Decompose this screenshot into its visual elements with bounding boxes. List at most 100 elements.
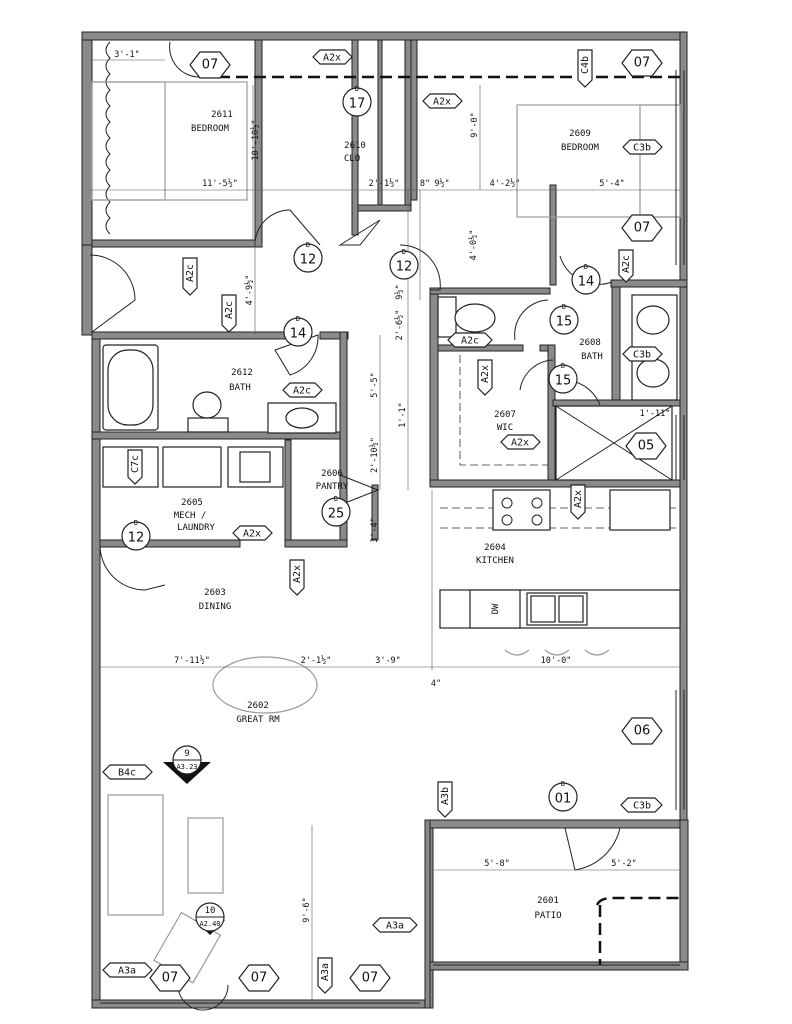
door-tag-d-12c: D — [134, 519, 138, 527]
tag-a2x-closet: A2x — [323, 53, 341, 64]
door-tag-01: 01 — [555, 792, 572, 807]
door-tag-d-17: D — [355, 85, 359, 93]
dim-9: 9'-0" — [470, 112, 480, 138]
room-name-mech: MECH / — [174, 511, 207, 521]
tag-a3a-great: A3a — [118, 966, 136, 977]
room-name-kitchen: KITCHEN — [476, 556, 514, 566]
dim-19: 7'-11½" — [174, 655, 210, 666]
door-tag-d-14a: D — [296, 315, 300, 323]
dim-11: 4'-0½" — [468, 230, 479, 261]
wic-shelf-line — [459, 355, 548, 466]
tag-c3b-great: C3b — [633, 801, 651, 812]
room-number-bedroom-b: 2609 — [569, 129, 591, 139]
room-name-bedroom-b: BEDROOM — [561, 143, 600, 153]
door-tag-12a: 12 — [300, 253, 317, 268]
room-number-great: 2602 — [247, 701, 269, 711]
dim-20: 2'-1½" — [301, 655, 332, 666]
room-name-bath-a: BATH — [229, 383, 251, 393]
room-number-patio: 2601 — [537, 896, 559, 906]
door-tag-d-12b: D — [402, 248, 406, 256]
dim-24: 5'-8" — [484, 859, 510, 869]
section-9-ref: A3.23 — [176, 763, 197, 771]
dim-26: 9'-6" — [302, 897, 312, 923]
room-name-patio: PATIO — [534, 911, 561, 921]
dim-23: 10'-0" — [541, 656, 572, 666]
hex-07-b: 07 — [634, 56, 651, 71]
section-10-ref: A2.40 — [199, 920, 220, 928]
dimension-lines — [92, 59, 680, 1000]
tag-a2x-kitchen: A2x — [573, 490, 584, 508]
dim-16: 2'-10½" — [369, 437, 380, 473]
dim-21: 3'-9" — [375, 656, 401, 666]
section-10-number: 10 — [205, 906, 216, 916]
windows-right — [100, 70, 685, 1004]
hex-07-c: 07 — [634, 221, 651, 236]
section-9-number: 9 — [184, 749, 189, 759]
hex-07-f: 07 — [362, 971, 379, 986]
door-tag-15b: 15 — [555, 374, 572, 389]
dim-1: 3'-1" — [114, 50, 140, 60]
room-name-closet: CLO — [344, 154, 360, 164]
tag-b4c: B4c — [118, 768, 136, 779]
door-tag-12c: 12 — [128, 531, 145, 546]
tag-a2x-dining: A2x — [292, 565, 303, 583]
tag-c7c: C7c — [130, 455, 141, 473]
dim-4: 2'-1½" — [369, 178, 400, 189]
hex-05: 05 — [638, 439, 655, 454]
dim-15: 1'-1" — [398, 402, 408, 428]
hex-06: 06 — [634, 724, 651, 739]
dim-6: 9½" — [434, 178, 449, 189]
room-number-closet: 2610 — [344, 141, 366, 151]
tag-a2c-hall-2: A2c — [224, 301, 235, 319]
tag-a2x-wic: A2x — [511, 438, 529, 449]
section-markers: 9 A3.23 10 A2.40 — [163, 745, 225, 935]
tag-a2c-hall: A2c — [185, 264, 196, 282]
dim-14: 5'-5" — [370, 372, 380, 398]
type-tags: A2x A2x C3b A2c A2c C3b A2x A2x B4c C3b … — [102, 49, 663, 994]
tag-a2x-bedroom: A2x — [433, 97, 451, 108]
hex-tags: 07 07 07 05 06 07 07 07 — [149, 49, 667, 992]
room-name-dining: DINING — [199, 602, 232, 612]
door-tags: D 17 D 12 D 12 D 14 D 14 D 15 D 15 D 25 … — [121, 85, 601, 812]
patio-dash-top — [595, 896, 680, 906]
room-name-bath-b: BATH — [581, 352, 603, 362]
room-number-pantry: 2606 — [321, 469, 343, 479]
interior-walls — [91, 39, 688, 1009]
dim-22: 4" — [431, 679, 441, 689]
dim-3: 10'-10½" — [250, 120, 261, 161]
door-tag-14b: 14 — [578, 275, 595, 290]
room-name-laundry: LAUNDRY — [177, 523, 216, 533]
room-number-mech: 2605 — [181, 498, 203, 508]
dim-18: 1'-11" — [640, 409, 671, 419]
dimension-text: 3'-1" 11'-5½" 10'-10½" 2'-1½" 8" 9½" 4'-… — [114, 50, 670, 923]
room-name-pantry: PANTRY — [316, 482, 349, 492]
tag-c4b: C4b — [580, 56, 591, 74]
tag-a3b: A3b — [440, 787, 451, 805]
tag-a2c-bedroom-b: A2c — [621, 255, 632, 273]
room-number-bedroom-a: 2611 — [211, 110, 233, 120]
tag-c3b-bath-b: C3b — [633, 350, 651, 361]
tag-a2x-mech: A2x — [243, 529, 261, 540]
door-tag-17: 17 — [349, 97, 366, 112]
dim-2: 11'-5½" — [202, 178, 238, 189]
tag-a3a-vertical: A3a — [320, 963, 331, 981]
room-number-wic: 2607 — [494, 410, 516, 420]
door-tag-12b: 12 — [396, 260, 413, 275]
dim-5: 8" — [420, 179, 430, 189]
door-tag-d-15a: D — [562, 303, 566, 311]
room-number-bath-a: 2612 — [231, 368, 253, 378]
door-tag-d-15b: D — [561, 362, 565, 370]
room-number-dining: 2603 — [204, 588, 226, 598]
dim-25: 5'-2" — [611, 859, 637, 869]
dim-8: 5'-4" — [599, 179, 625, 189]
door-tag-d-12a: D — [306, 241, 310, 249]
door-tag-14a: 14 — [290, 327, 307, 342]
room-name-great: GREAT RM — [236, 715, 280, 725]
tag-a2x-wic-v: A2x — [480, 365, 491, 383]
tag-a2c-bath-b: A2c — [461, 336, 479, 347]
dishwasher-label: DW — [491, 603, 501, 614]
room-number-bath-b: 2608 — [579, 338, 601, 348]
hex-07-e: 07 — [251, 971, 268, 986]
door-tag-d-01: D — [561, 780, 565, 788]
